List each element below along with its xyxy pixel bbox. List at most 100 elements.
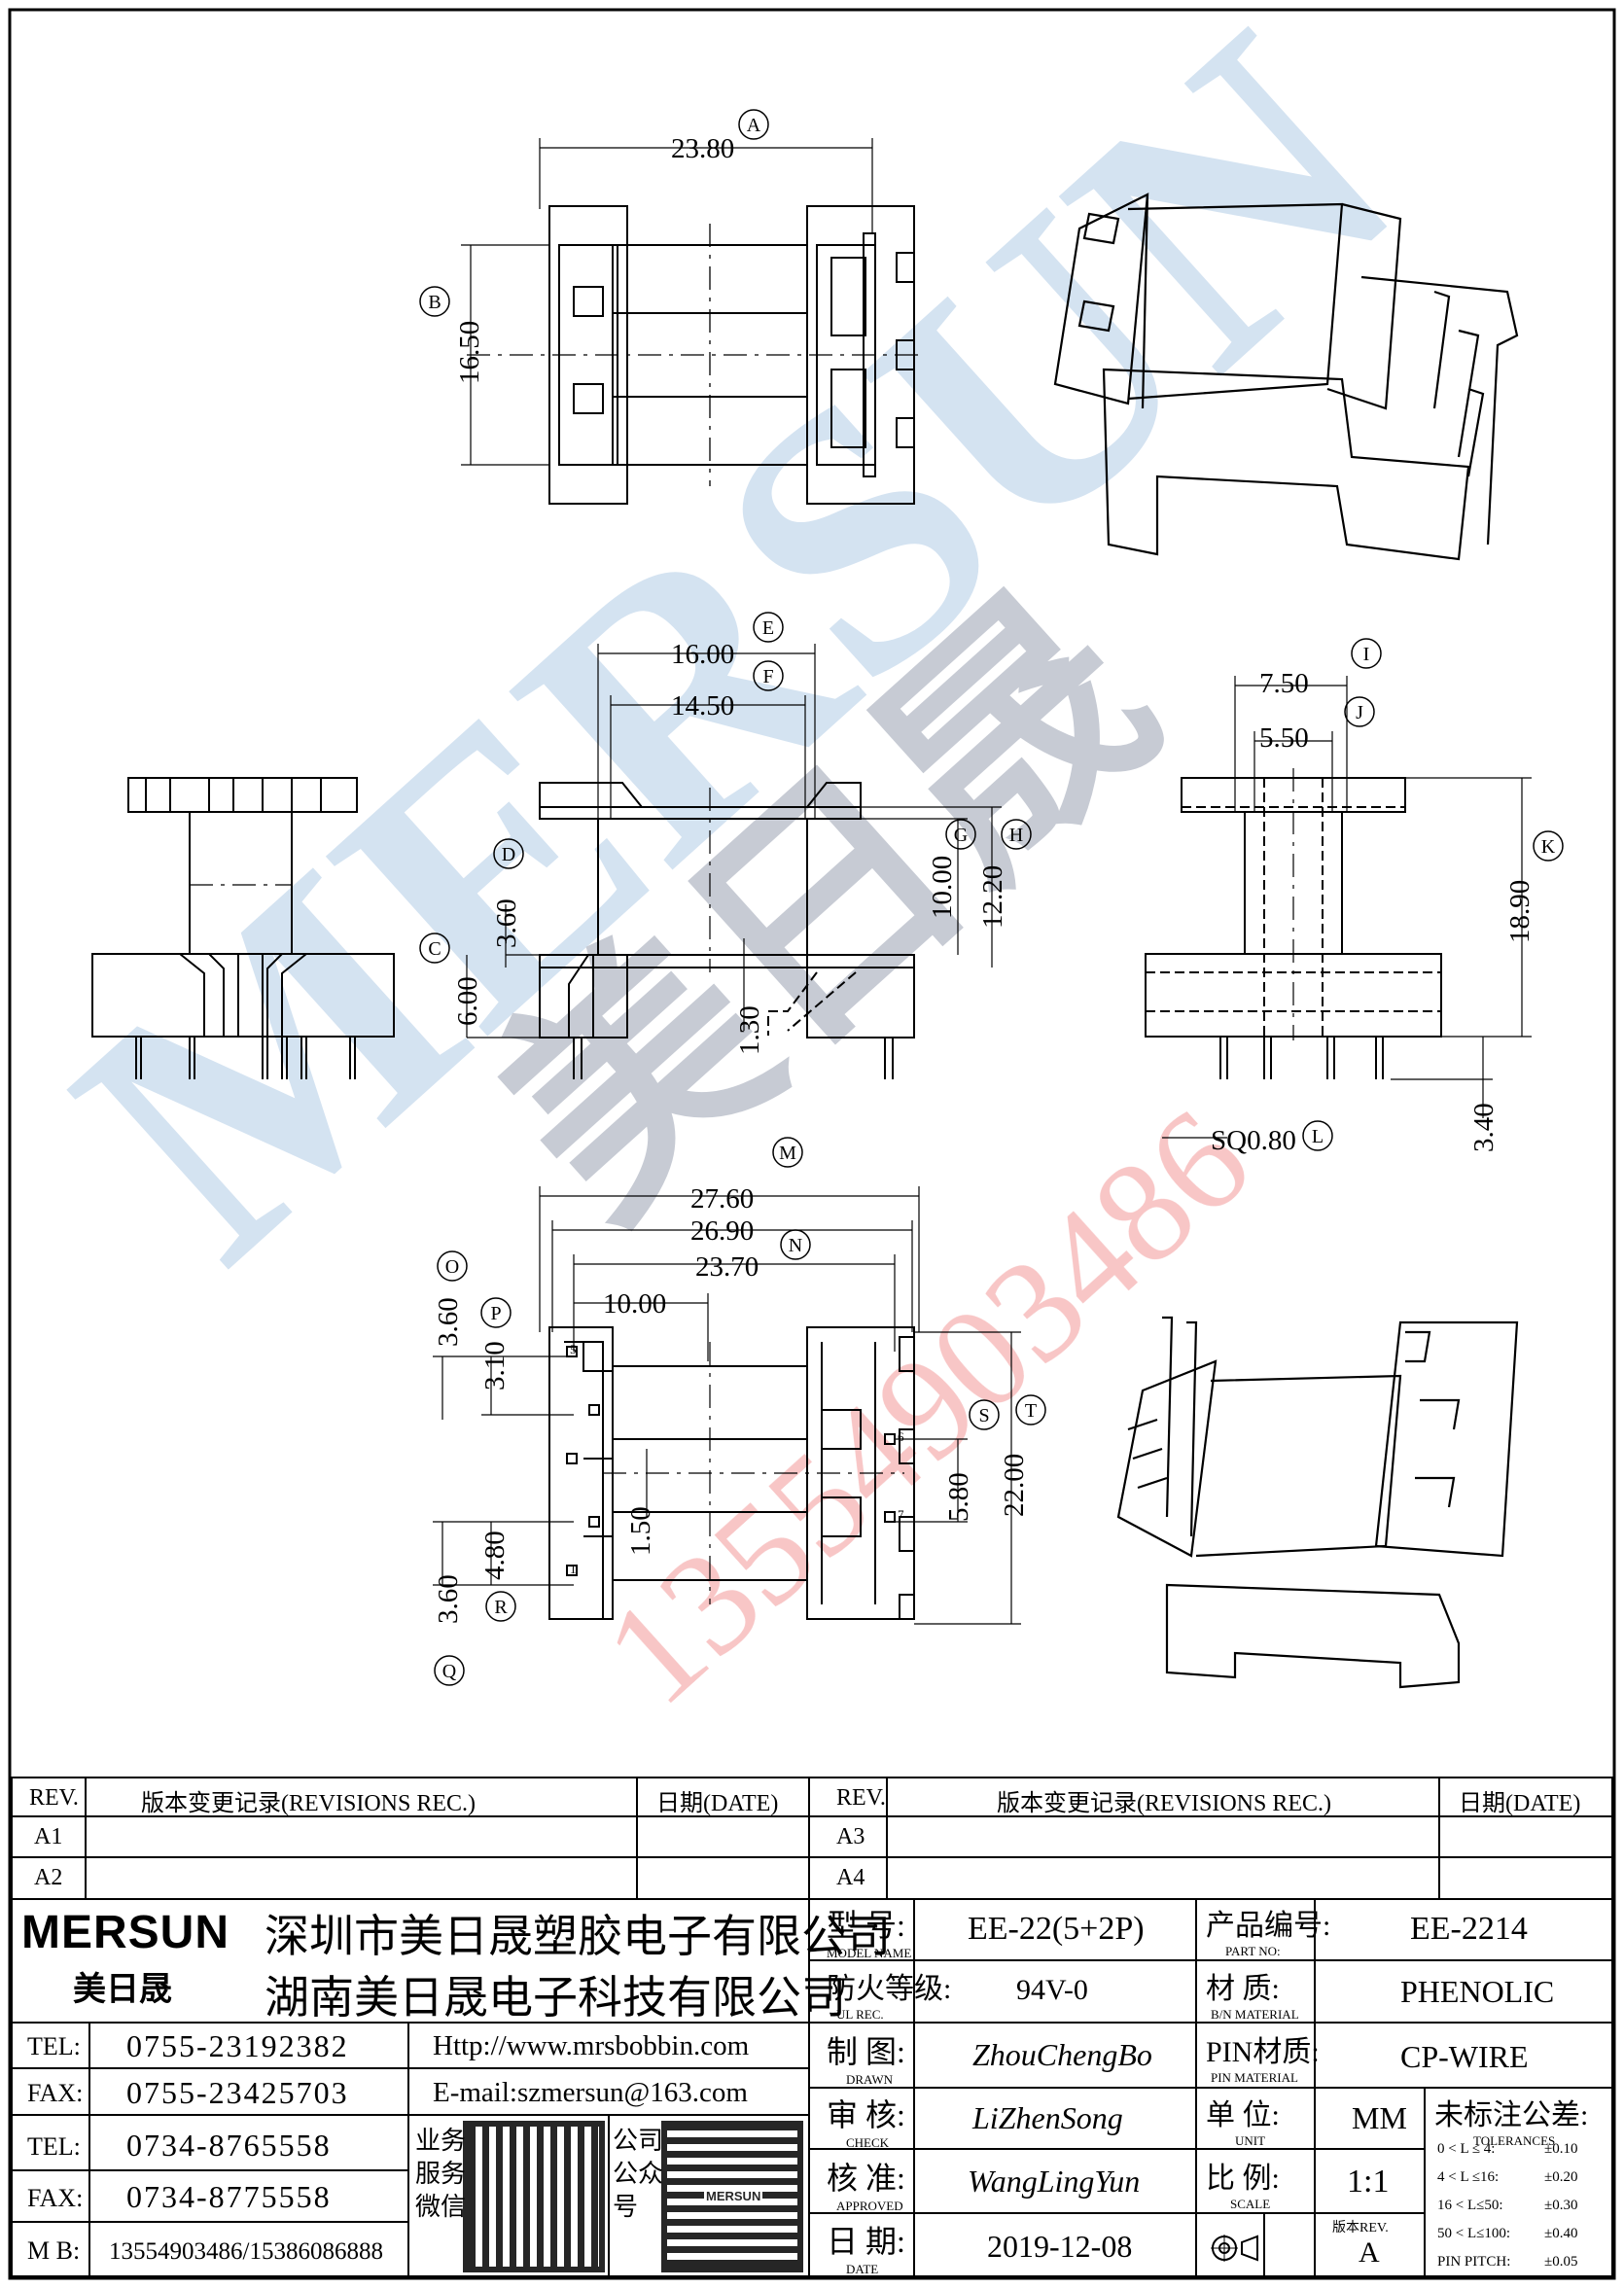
spec-mat: PHENOLIC [1400, 1974, 1555, 2009]
tolerance-range: 16 < L≤50: [1437, 2198, 1503, 2213]
qr-code-account[interactable]: MERSUN [661, 2121, 803, 2272]
spec-appr-label: 核 准: APPROVED [827, 2154, 905, 2214]
spec-model-label: 型 号: MODEL NAME [827, 1901, 911, 1961]
marker-circle [434, 1655, 465, 1686]
qr-code-wechat[interactable] [463, 2121, 605, 2272]
spec-drawn: ZhouChengBo [972, 2037, 1152, 2072]
dim-sq: SQ0.80 [1211, 1125, 1296, 1156]
spec-date-label: 日 期: DATE [827, 2217, 905, 2277]
marker-label: N [789, 1235, 802, 1256]
tolerance-row: 0 < L ≤ 4: ±0.10 [1437, 2135, 1577, 2164]
marker-label: F [762, 666, 773, 687]
spec-label-en: PART NO: [1225, 1944, 1281, 1958]
dim-h: 12.20 [977, 865, 1008, 929]
wechat-label-line: 业务 [415, 2127, 467, 2155]
tolerance-list: 0 < L ≤ 4: ±0.10 4 < L ≤16: ±0.20 16 < L≤5… [1437, 2135, 1577, 2276]
dim-pin-len: 3.40 [1468, 1103, 1500, 1152]
marker-circle [1351, 638, 1382, 669]
spec-part: EE-2214 [1410, 1911, 1528, 1947]
marker-label: M [779, 1143, 796, 1164]
dim-d: 3.60 [491, 898, 522, 948]
tolerance-value: ±0.10 [1544, 2141, 1578, 2157]
dim-j: 5.50 [1259, 722, 1309, 754]
spec-part-label: 产品编号: PART NO: [1206, 1901, 1330, 1959]
title-block [11, 1777, 1613, 2277]
iso-view-top [1053, 193, 1519, 561]
dim-n: 23.70 [695, 1251, 759, 1283]
marker-circle [1302, 1120, 1333, 1151]
spec-label-en: APPROVED [836, 2199, 903, 2213]
wechat-label: 业务 服务 微信 [415, 2125, 466, 2224]
marker-circle [1015, 1394, 1046, 1426]
rev-left-header-date: 日期(DATE) [656, 1791, 779, 1816]
spec-label-cn: 产品编号: [1206, 1910, 1331, 1942]
pin-number: 5 [570, 1342, 577, 1356]
mb-label: M B: [27, 2236, 81, 2265]
spec-drawn-label: 制 图: DRAWN [827, 2027, 905, 2088]
top-view [461, 138, 924, 505]
tolerance-range: 0 < L ≤ 4: [1437, 2141, 1496, 2157]
marker-circle [493, 838, 524, 869]
marker-circle [738, 109, 769, 140]
marker-label: P [490, 1303, 501, 1324]
spec-label-cn: 防火等级: [827, 1973, 952, 2005]
spec-label-en: CHECK [846, 2135, 890, 2150]
rev-right-row: A3 [836, 1824, 865, 1849]
marker-circle [419, 933, 450, 964]
spec-label-en: B/N MATERIAL [1211, 2007, 1299, 2022]
dim-e: 16.00 [671, 639, 734, 670]
spec-ver-label: 版本REV. [1332, 2221, 1389, 2235]
tolerance-range: 50 < L≤100: [1437, 2226, 1511, 2241]
marker-label: R [494, 1597, 508, 1618]
tel2: 0734-8765558 [126, 2128, 332, 2163]
marker-circle [1344, 696, 1375, 727]
spec-unit-label: 单 位: UNIT [1206, 2091, 1280, 2149]
spec-scale-label: 比 例: SCALE [1206, 2154, 1280, 2212]
rev-left-header-rev: REV. [29, 1785, 79, 1811]
fax2: 0734-8775558 [126, 2179, 332, 2214]
spec-label-cn: 制 图: [827, 2034, 905, 2069]
tolerance-value: ±0.20 [1544, 2169, 1578, 2185]
rev-right-row: A4 [836, 1865, 865, 1890]
marker-label: H [1009, 825, 1023, 846]
marker-label: C [428, 938, 441, 960]
marker-label: S [978, 1405, 989, 1426]
tolerance-row: 50 < L≤100:±0.40 [1437, 2220, 1577, 2248]
tolerance-row: 4 < L ≤16: ±0.20 [1437, 2164, 1577, 2192]
spec-label-en: SCALE [1230, 2197, 1271, 2211]
tolerance-row: PIN PITCH:±0.05 [1437, 2248, 1577, 2276]
projection-icon [1211, 2235, 1258, 2262]
spec-label-cn: 未标注公差: [1434, 2099, 1589, 2131]
dim-o: 3.60 [433, 1297, 464, 1347]
marker-label: D [502, 844, 515, 865]
spec-check: LiZhenSong [972, 2100, 1123, 2135]
marker-circle [753, 612, 784, 643]
dim-base: 1.30 [734, 1005, 765, 1055]
rev-left-row: A2 [34, 1865, 63, 1890]
fax1-label: FAX: [27, 2079, 84, 2107]
front-view [466, 644, 1002, 1079]
dim-g: 10.00 [927, 856, 958, 919]
account-label-line: 号 [613, 2193, 639, 2221]
spec-label-cn: 型 号: [827, 1908, 905, 1943]
spec-label-en: PIN MATERIAL [1211, 2070, 1298, 2085]
marker-circle [1001, 819, 1032, 850]
email-link[interactable]: E-mail:szmersun@163.com [433, 2077, 748, 2108]
tolerance-range: PIN PITCH: [1437, 2254, 1511, 2270]
tel2-label: TEL: [27, 2132, 81, 2161]
dim-r: 4.80 [479, 1531, 511, 1580]
spec-label-en: DRAWN [846, 2072, 894, 2087]
web-link[interactable]: Http://www.mrsbobbin.com [433, 2030, 750, 2061]
marker-label: J [1356, 702, 1363, 723]
spec-date: 2019-12-08 [987, 2229, 1133, 2264]
tolerance-value: ±0.30 [1544, 2198, 1578, 2213]
tolerance-range: 4 < L ≤16: [1437, 2169, 1500, 2185]
dim-t: 22.00 [999, 1454, 1030, 1517]
marker-circle [419, 286, 450, 317]
spec-pinmat-label: PIN材质: PIN MATERIAL [1206, 2027, 1320, 2086]
side-view-right [1145, 676, 1532, 1139]
spec-unit: MM [1352, 2100, 1407, 2135]
spec-scale: 1:1 [1347, 2164, 1390, 2200]
spec-label-cn: PIN材质: [1206, 2036, 1320, 2068]
